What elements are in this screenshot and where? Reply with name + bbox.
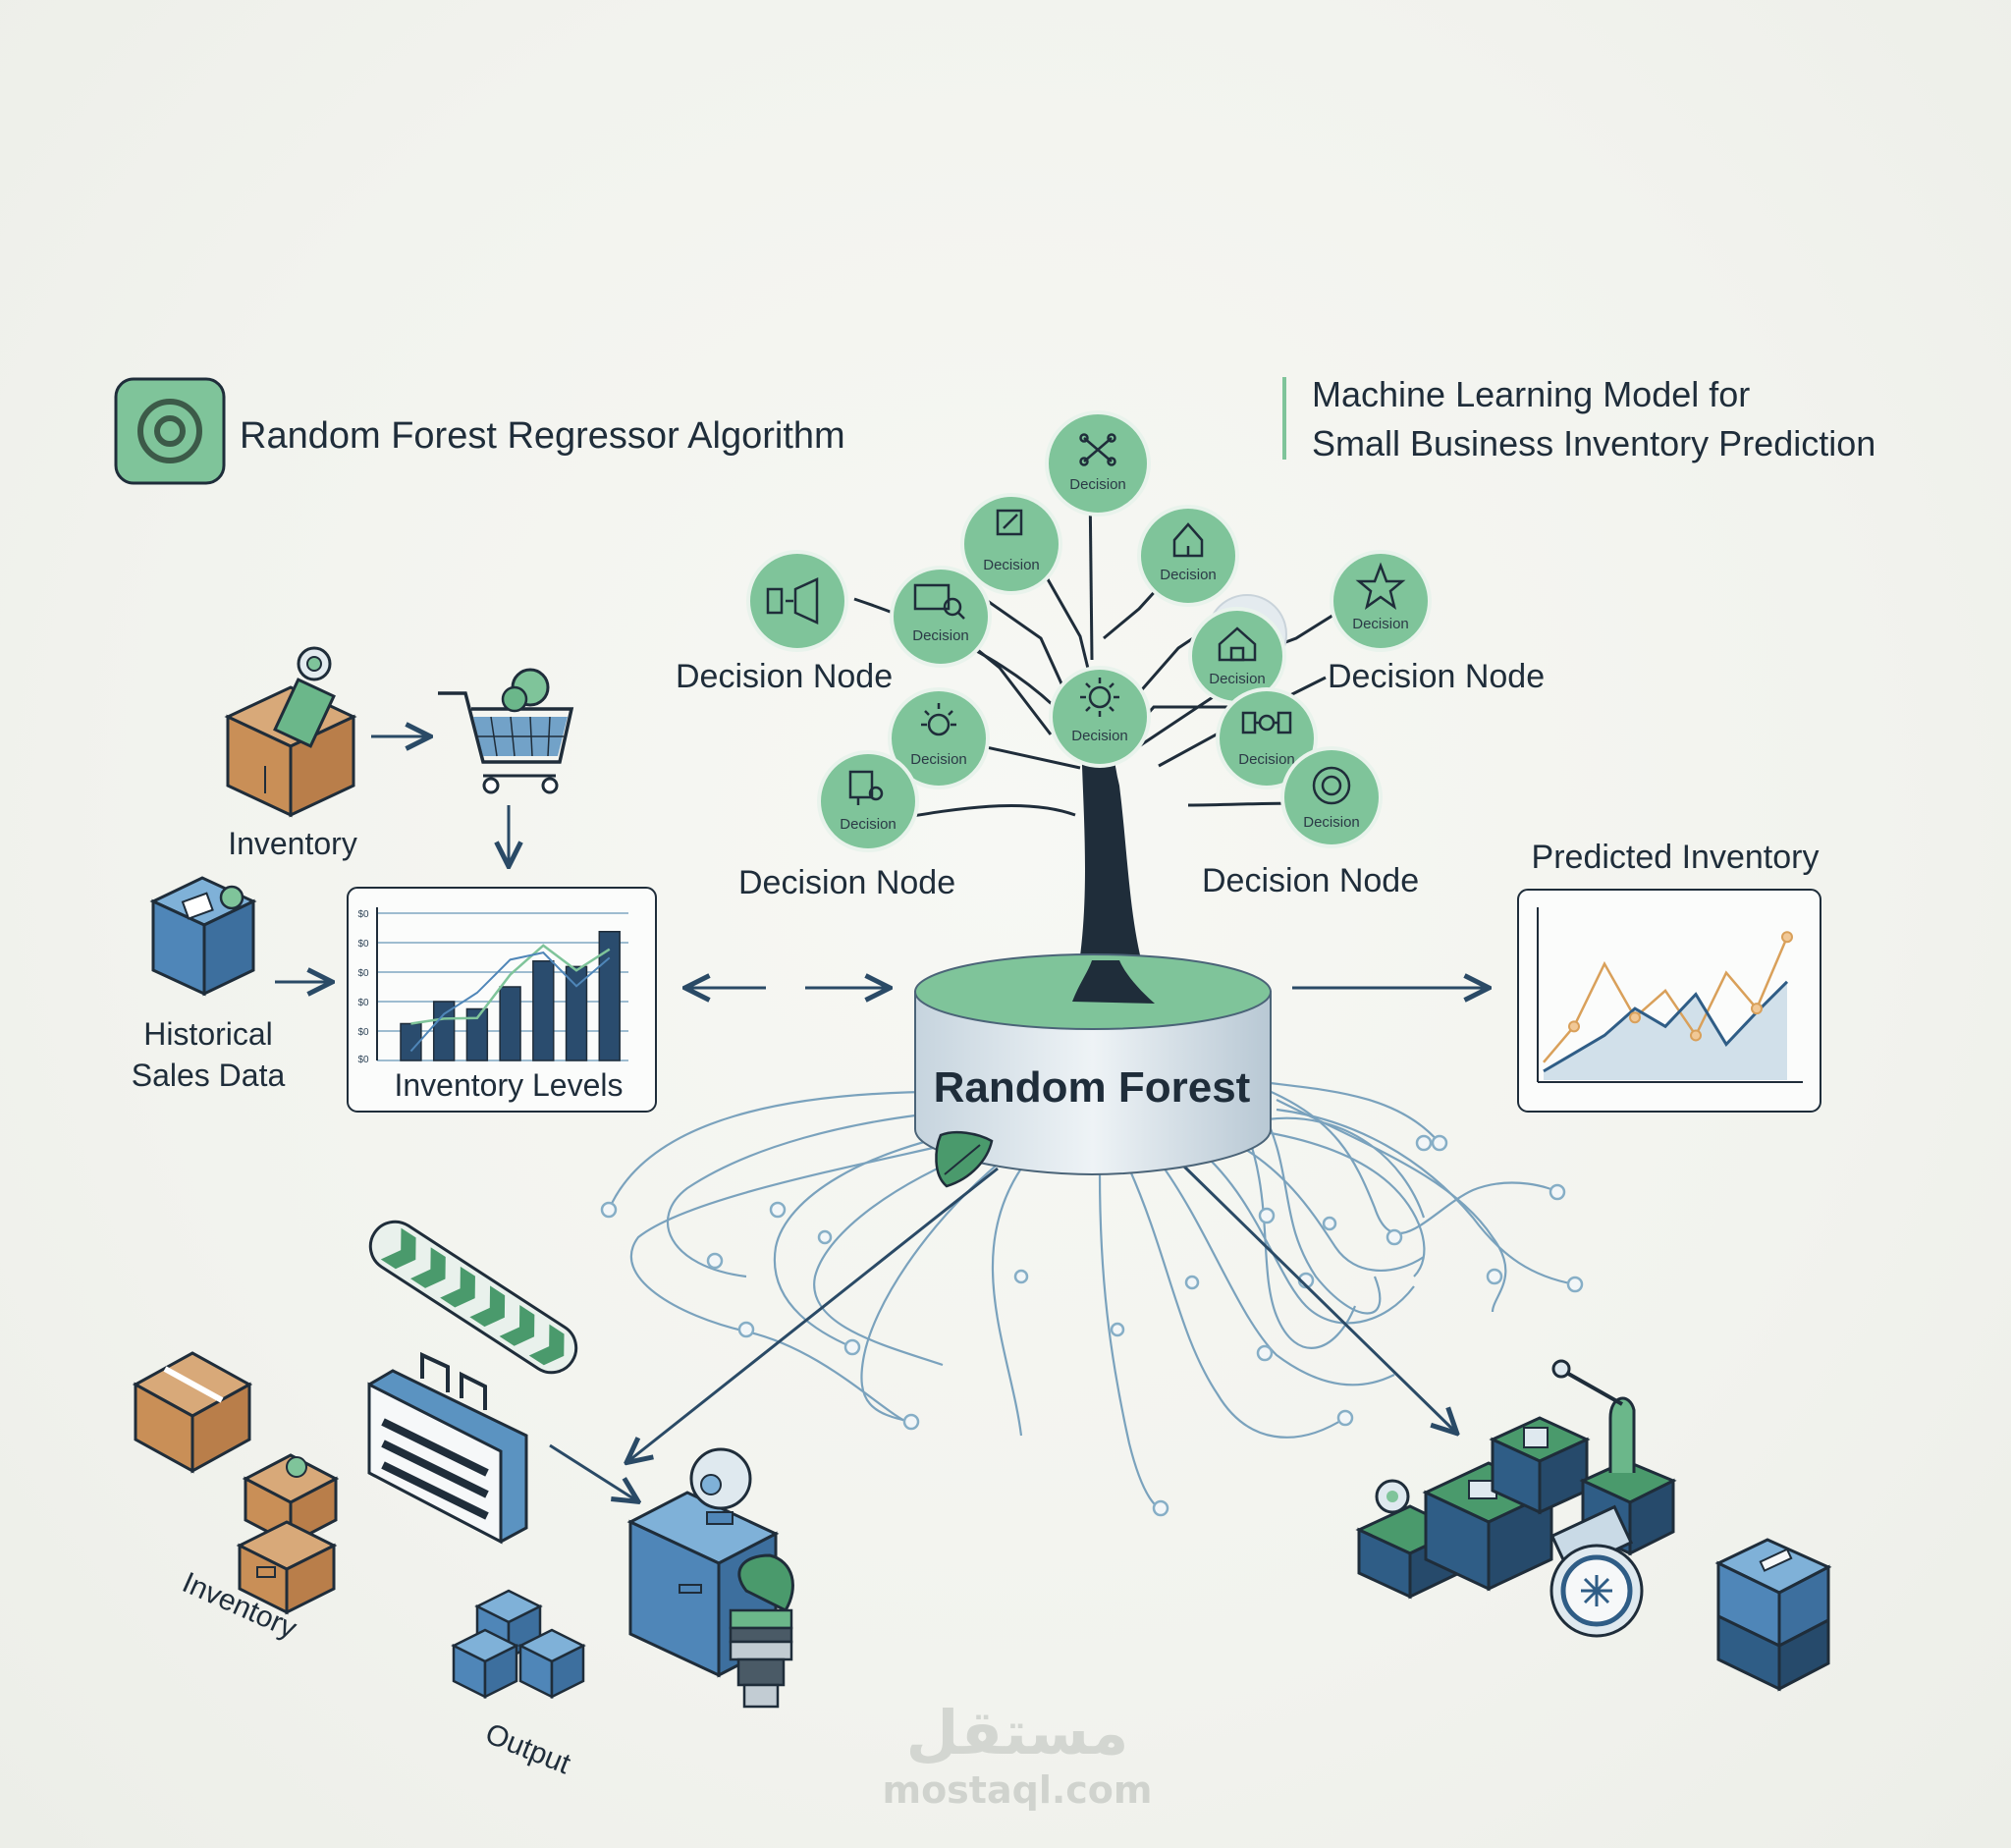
shopping-cart-icon: [438, 668, 574, 794]
inventory-levels-bars: [400, 931, 621, 1061]
inventory-levels-ticks: $0 $0 $0 $0 $0 $0: [357, 909, 369, 1065]
lightbulb-icon: [921, 703, 956, 736]
data-point: [1629, 1011, 1641, 1024]
historical-label-line1: Historical: [143, 1016, 273, 1052]
leaf-label: Decision: [1352, 616, 1409, 632]
inventory-label: Inventory: [228, 826, 357, 861]
storage-stack-icon: [1714, 1538, 1832, 1692]
historical-data-box-icon: [149, 876, 257, 997]
random-forest-core: Random Forest: [914, 953, 1272, 1176]
leaf-node: Decision: [960, 493, 1062, 595]
leaf-label: Decision: [910, 751, 967, 768]
data-point: [1751, 1003, 1763, 1015]
leaf-tag-icon: [935, 1130, 994, 1188]
y-tick-label: $0: [357, 968, 369, 979]
leaf-node: Decision: [1216, 687, 1318, 789]
page-subtitle-line2: Small Business Inventory Prediction: [1312, 423, 1875, 463]
inventory-box-icon: [224, 646, 357, 818]
trend-line: [410, 944, 611, 1025]
data-point: [1568, 1020, 1580, 1033]
leaf-label: Decision: [983, 557, 1040, 573]
clipboard-board-icon: [367, 1351, 528, 1545]
arrow-board-to-output: [549, 1443, 636, 1500]
server-output-icon: [626, 1447, 794, 1709]
leaf-label: Decision: [1238, 751, 1295, 768]
decision-node-label-left-top: Decision Node: [676, 658, 893, 695]
bar: [598, 931, 621, 1061]
leaf-label: Decision: [1069, 476, 1126, 493]
sun-icon: [1080, 678, 1119, 717]
leaf-label: Decision: [1160, 567, 1217, 583]
leaf-node: Decision: [1049, 666, 1151, 768]
leaf-label: Decision: [1209, 671, 1266, 687]
gear-icon: [1312, 766, 1351, 805]
warehouse-icon: [1218, 626, 1257, 662]
algorithm-badge: [114, 377, 226, 485]
bar: [432, 1001, 456, 1061]
star-icon: [1355, 562, 1406, 610]
leaf-label: Decision: [912, 627, 969, 644]
decision-node-label-left-bottom: Decision Node: [738, 864, 955, 901]
predicted-area: [1544, 981, 1787, 1080]
bar: [565, 965, 588, 1061]
leaf-node: Decision: [1188, 607, 1286, 705]
arrow-forest-to-output: [628, 1167, 999, 1461]
leaf-node: Decision: [1137, 505, 1239, 607]
leaf-node: [746, 550, 848, 652]
page-subtitle-line1: Machine Learning Model for: [1312, 374, 1750, 414]
random-forest-label: Random Forest: [934, 1063, 1251, 1112]
y-tick-label: $0: [357, 1027, 369, 1038]
stacked-boxes-icon: [132, 1351, 340, 1615]
predicted-series-line: [1543, 980, 1789, 1073]
device-icon: [848, 770, 884, 805]
predicted-points: [1568, 931, 1793, 1042]
bar: [499, 986, 521, 1061]
leaf-label: Decision: [1071, 728, 1128, 744]
house-icon: [1172, 522, 1204, 558]
predicted-inventory-label: Predicted Inventory: [1532, 839, 1820, 876]
leaf-label: Decision: [1303, 814, 1360, 831]
bottom-output-label: Output: [481, 1717, 575, 1781]
connector-icon: [1241, 711, 1292, 734]
leaf-node: Decision: [1330, 550, 1432, 652]
flow-arrows: [275, 736, 1487, 1500]
bar: [532, 960, 555, 1061]
bar: [465, 1007, 489, 1061]
leaf-node: Decision: [888, 687, 990, 789]
edit-icon: [996, 509, 1023, 536]
leaf-node: Decision: [1045, 410, 1151, 516]
leaf-label: Decision: [840, 816, 897, 833]
historical-label-line2: Sales Data: [132, 1058, 286, 1093]
small-cubes-icon: [451, 1589, 586, 1700]
y-tick-label: $0: [357, 939, 369, 950]
page-title: Random Forest Regressor Algorithm: [240, 415, 845, 457]
inventory-levels-label: Inventory Levels: [394, 1067, 623, 1103]
y-tick-label: $0: [357, 1055, 369, 1065]
decision-node-label-right-top: Decision Node: [1328, 658, 1545, 695]
leaf-node: Decision: [817, 750, 919, 852]
data-point: [1781, 931, 1793, 944]
processing-machine-icon: [1355, 1359, 1677, 1638]
watermark-latin: mostaql.com: [882, 1768, 1152, 1812]
leaf-node: Decision: [890, 566, 992, 668]
arrow-forest-to-machine: [1180, 1163, 1455, 1432]
decision-node-label-right-bottom: Decision Node: [1202, 862, 1419, 899]
network-icon: [1079, 433, 1116, 466]
trend-line: [409, 951, 611, 1053]
y-tick-label: $0: [357, 909, 369, 920]
watermark-arabic: مستقل: [906, 1697, 1129, 1768]
data-network: [600, 1078, 1584, 1517]
monitor-search-icon: [913, 583, 965, 620]
megaphone-icon: [766, 577, 819, 625]
leaf-node: Decision: [1280, 746, 1383, 848]
data-point: [1690, 1029, 1702, 1042]
conveyor-belt-icon: [368, 1220, 578, 1375]
predicted-series-line: [1543, 936, 1789, 1063]
y-tick-label: $0: [357, 998, 369, 1008]
